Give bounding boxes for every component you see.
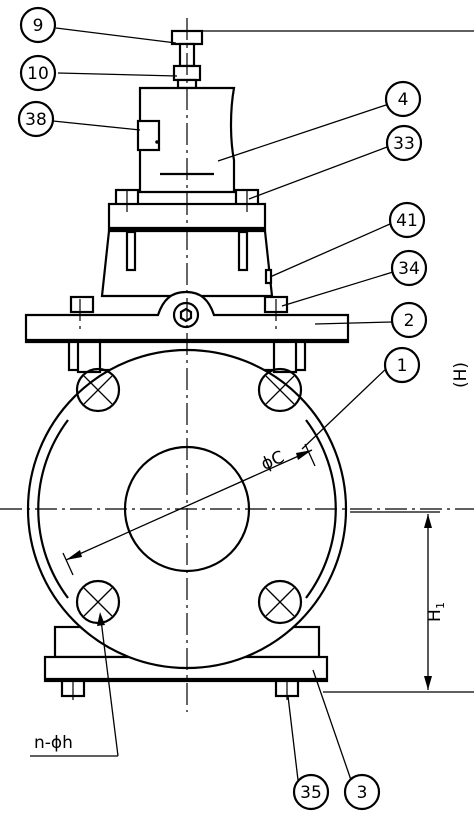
callout-34-text: 34 xyxy=(398,259,420,279)
callout-35: 35 xyxy=(292,773,330,811)
callout-9-text: 9 xyxy=(33,16,44,36)
h1-label: H xyxy=(425,609,445,622)
callout-38-text: 38 xyxy=(25,110,47,130)
bolt-hole xyxy=(257,579,303,625)
callout-34: 34 xyxy=(390,249,428,287)
callout-1: 1 xyxy=(383,346,421,384)
callout-3: 3 xyxy=(343,773,381,811)
callout-10: 10 xyxy=(19,54,57,92)
h1-dimension: H 1 xyxy=(323,511,474,693)
callout-4: 4 xyxy=(384,80,422,118)
callout-3-text: 3 xyxy=(357,783,368,803)
callout-33-text: 33 xyxy=(393,134,415,154)
callout-9: 9 xyxy=(19,6,57,44)
total-height-label: (H) xyxy=(451,362,471,388)
vent-plug-38 xyxy=(136,119,161,152)
callout-35-text: 35 xyxy=(300,783,322,803)
bolt-hole xyxy=(257,367,303,413)
callout-4-text: 4 xyxy=(398,90,409,110)
callout-1-text: 1 xyxy=(397,356,408,376)
centerlines xyxy=(0,18,474,712)
callout-33: 33 xyxy=(385,124,423,162)
callout-2-text: 2 xyxy=(404,311,415,331)
total-height-text: (H) xyxy=(451,362,471,388)
bolt-hole-dimension: n-ϕh xyxy=(30,612,119,757)
bolt-hole xyxy=(75,367,121,413)
callout-2: 2 xyxy=(390,301,428,339)
bolt-holes-label: n-ϕh xyxy=(34,733,73,753)
leader-lines xyxy=(52,27,394,781)
spring-chamber xyxy=(136,86,236,194)
h1-subscript: 1 xyxy=(434,602,447,609)
callout-41-text: 41 xyxy=(396,211,418,231)
callout-38: 38 xyxy=(17,100,55,138)
bottom-bolts-35 xyxy=(60,679,300,698)
callout-10-text: 10 xyxy=(27,64,49,84)
callout-41: 41 xyxy=(388,201,426,239)
